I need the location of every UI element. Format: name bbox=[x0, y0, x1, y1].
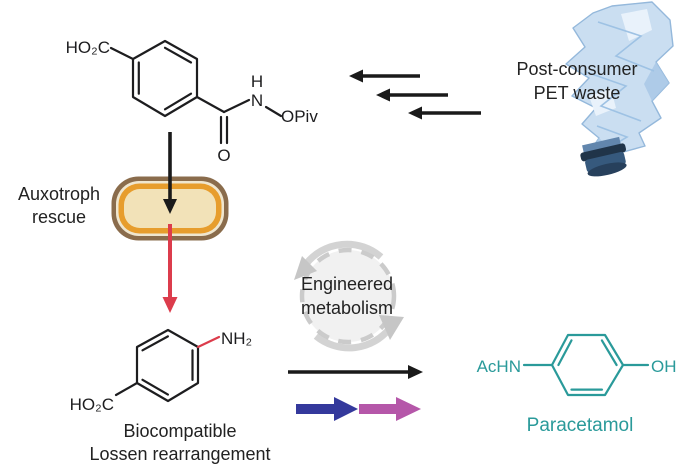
retro-synthesis-arrows bbox=[349, 69, 481, 120]
retro-arrow-head bbox=[349, 69, 363, 83]
benzene-ring bbox=[135, 328, 200, 403]
lossen-caption-line1: Biocompatible bbox=[123, 421, 236, 441]
cycle-circle bbox=[299, 247, 397, 345]
carbonyl-oxygen-label: O bbox=[217, 146, 230, 165]
cycle-arrow-head bbox=[294, 256, 317, 280]
acid-bond bbox=[114, 381, 139, 397]
bottle-highlight bbox=[621, 9, 652, 41]
nh-hydrogen-label: H bbox=[251, 72, 263, 91]
acid-label: HO₂C bbox=[70, 395, 114, 414]
pet-waste-label-line1: Post-consumer bbox=[516, 59, 637, 79]
nitrogen-label: N bbox=[251, 91, 263, 110]
feeding-arrow bbox=[163, 132, 177, 214]
paracetamol-structure: AcHN OH bbox=[477, 333, 677, 397]
hydroxyl-label: OH bbox=[651, 357, 677, 376]
pet-waste-label-line2: PET waste bbox=[534, 83, 621, 103]
magenta-arrow-head bbox=[396, 397, 421, 421]
cycle-arrow-head bbox=[379, 315, 404, 340]
bottle-crease bbox=[585, 71, 642, 122]
blue-step-arrow bbox=[296, 397, 358, 421]
cycle-arc bbox=[303, 240, 384, 267]
lossen-red-arrow bbox=[162, 224, 178, 313]
engineered-label-line2: metabolism bbox=[301, 298, 393, 318]
pet-bottle-icon bbox=[565, 1, 674, 177]
n-o-bond bbox=[264, 105, 283, 118]
c-n-bond bbox=[222, 98, 251, 114]
metabolic-cycle-icon bbox=[294, 240, 404, 352]
reaction-arrow bbox=[288, 365, 423, 379]
carbonyl-bond bbox=[195, 95, 226, 114]
opiv-label: OPiv bbox=[281, 107, 318, 126]
double-bond bbox=[557, 339, 573, 367]
benzene-ring bbox=[131, 39, 199, 118]
magenta-step-arrow bbox=[359, 397, 421, 421]
amide-label: AcHN bbox=[477, 357, 521, 376]
feeding-arrow-head bbox=[163, 199, 177, 214]
double-bond bbox=[600, 339, 618, 367]
retro-arrow-head bbox=[376, 88, 390, 102]
double-bond bbox=[141, 335, 169, 352]
benzene-ring bbox=[550, 333, 625, 397]
reaction-arrow-head bbox=[408, 365, 423, 379]
acid-label: HO₂C bbox=[66, 38, 110, 57]
double-bond bbox=[141, 378, 169, 396]
red-arrow-head bbox=[162, 297, 178, 313]
amine-label: NH₂ bbox=[221, 329, 252, 348]
bottle-crease bbox=[597, 21, 655, 72]
double-bond bbox=[163, 92, 193, 111]
bottle-cap bbox=[580, 136, 627, 177]
new-amine-bond bbox=[196, 335, 221, 349]
paba-structure: NH₂ HO₂C bbox=[70, 328, 252, 414]
auxotroph-label-line1: Auxotroph bbox=[18, 184, 100, 204]
cycle-arc bbox=[313, 325, 393, 352]
auxotroph-label-line2: rescue bbox=[32, 207, 86, 227]
lossen-caption-line2: Lossen rearrangement bbox=[89, 444, 270, 464]
blue-arrow-head bbox=[334, 397, 358, 421]
acid-bond bbox=[109, 46, 135, 61]
paracetamol-name-label: Paracetamol bbox=[527, 415, 634, 436]
pet-hydroxamate-structure: HO₂C H N OPiv O bbox=[66, 38, 319, 165]
retro-arrow-head bbox=[408, 106, 422, 120]
double-bond bbox=[163, 46, 193, 64]
engineered-label-line1: Engineered bbox=[301, 274, 393, 294]
bottle-shade bbox=[644, 62, 669, 101]
